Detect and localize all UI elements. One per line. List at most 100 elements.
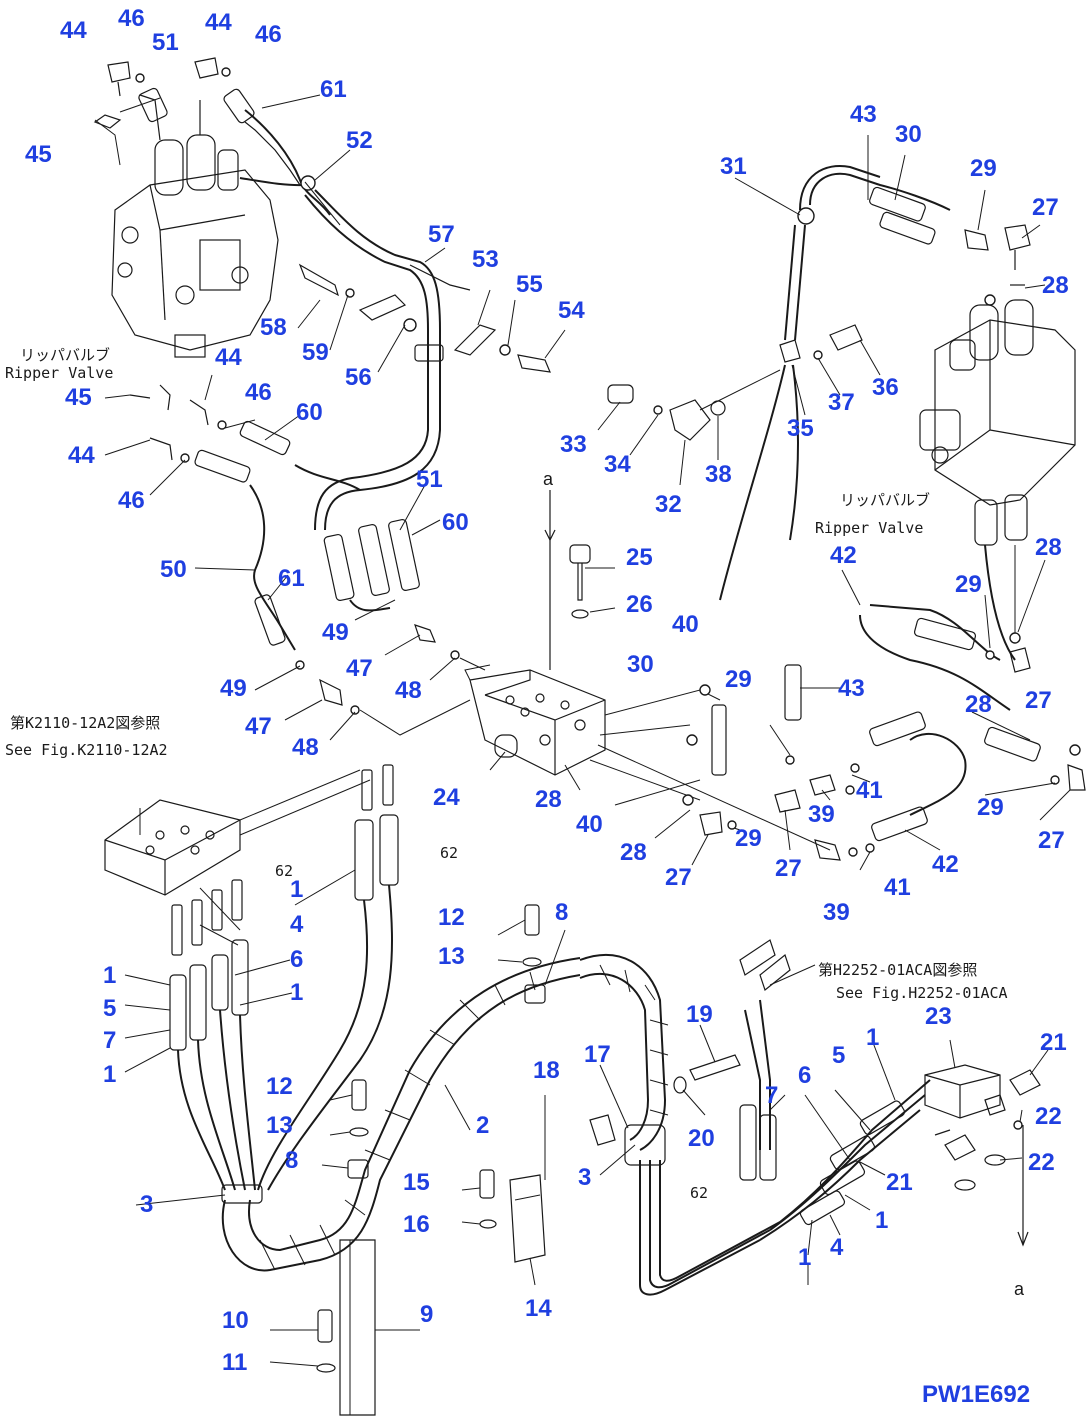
hose-label-62-c: 62 <box>690 1184 708 1202</box>
callout: 19 <box>686 1001 713 1028</box>
callout: 1 <box>866 1024 879 1051</box>
callout: 5 <box>832 1042 845 1069</box>
callout: 57 <box>428 221 455 248</box>
callout: 40 <box>672 611 699 638</box>
callout: 29 <box>970 155 997 182</box>
callout: 13 <box>266 1112 293 1139</box>
ripper-valve-left <box>111 94 279 358</box>
callout: 45 <box>25 141 52 168</box>
callout: 14 <box>525 1295 552 1322</box>
callout: 27 <box>665 864 692 891</box>
callout: 27 <box>1025 687 1052 714</box>
callout: 44 <box>68 442 95 469</box>
callout: 2 <box>476 1112 489 1139</box>
callout: 43 <box>850 101 877 128</box>
callout: 18 <box>533 1057 560 1084</box>
callout: 1 <box>290 979 303 1006</box>
callout: 27 <box>1038 827 1065 854</box>
callout: 40 <box>576 811 603 838</box>
manifold-block-center <box>464 664 606 776</box>
note-ripper-right-en: Ripper Valve <box>815 519 923 537</box>
callout: 46 <box>245 379 272 406</box>
callout: 28 <box>535 786 562 813</box>
callout: 27 <box>775 855 802 882</box>
note-ripper-top-en: Ripper Valve <box>5 364 113 382</box>
clamp-group-57 <box>298 263 551 373</box>
callout: 61 <box>320 76 347 103</box>
callout: 28 <box>1035 534 1062 561</box>
hose-label-62-b: 62 <box>440 844 458 862</box>
callout: 29 <box>977 794 1004 821</box>
fittings-mid-left <box>129 384 291 483</box>
callout: 12 <box>266 1073 293 1100</box>
callout: 3 <box>578 1164 591 1191</box>
fittings-top-left <box>93 57 301 186</box>
callout: 53 <box>472 246 499 273</box>
callout: 21 <box>1040 1029 1067 1056</box>
hose-bundle-mid <box>323 519 420 612</box>
callout: 50 <box>160 556 187 583</box>
callout: 39 <box>808 801 835 828</box>
callout: 13 <box>438 943 465 970</box>
ripper-valve-right <box>919 299 1076 546</box>
callout: 20 <box>688 1125 715 1152</box>
callout: 4 <box>830 1234 844 1261</box>
callout: 60 <box>442 509 469 536</box>
callout: 29 <box>725 666 752 693</box>
callout: 4 <box>290 911 304 938</box>
callout: 41 <box>856 777 883 804</box>
callout: 47 <box>346 655 373 682</box>
callout: 29 <box>955 571 982 598</box>
callout: 46 <box>118 5 145 32</box>
callout: 28 <box>965 691 992 718</box>
callout: 52 <box>346 127 373 154</box>
callout: 1 <box>290 876 303 903</box>
callout: 28 <box>1042 272 1069 299</box>
callout: 23 <box>925 1003 952 1030</box>
callout: 22 <box>1035 1103 1062 1130</box>
callout: 46 <box>118 487 145 514</box>
block-lower-left <box>104 769 371 896</box>
callout: 24 <box>433 784 460 811</box>
fittings-47-48 <box>295 624 486 736</box>
callout: 41 <box>884 874 911 901</box>
callout: 42 <box>830 542 857 569</box>
callout: 58 <box>260 314 287 341</box>
pipe-right-top <box>719 165 1031 601</box>
fittings-under-block <box>171 764 394 956</box>
callout: 7 <box>103 1027 116 1054</box>
callout: 47 <box>245 713 272 740</box>
callout: 6 <box>798 1062 811 1089</box>
callout: 42 <box>932 851 959 878</box>
note-ref-k-en: See Fig.K2110-12A2 <box>5 741 168 759</box>
note-ref-h-jp: 第H2252-01ACA図参照 <box>818 961 977 979</box>
callout: 30 <box>895 121 922 148</box>
note-ref-k-jp: 第K2110-12A2図参照 <box>10 714 160 732</box>
callout: 44 <box>205 9 232 36</box>
callout: 37 <box>828 389 855 416</box>
callout: 27 <box>1032 194 1059 221</box>
callout: 59 <box>302 339 329 366</box>
callout: 8 <box>285 1147 298 1174</box>
callout: 33 <box>560 431 587 458</box>
callout: 56 <box>345 364 372 391</box>
callout: 16 <box>403 1211 430 1238</box>
callout: 48 <box>292 734 319 761</box>
callout: 35 <box>787 415 814 442</box>
callout: 51 <box>416 466 443 493</box>
callout: 9 <box>420 1301 433 1328</box>
callout: 5 <box>103 995 116 1022</box>
callout: 29 <box>735 825 762 852</box>
callout: 15 <box>403 1169 430 1196</box>
callout: 7 <box>765 1082 778 1109</box>
callout: 21 <box>886 1169 913 1196</box>
callout: 1 <box>103 1061 116 1088</box>
mark-a-bottom: a <box>1014 1279 1025 1299</box>
callout: 32 <box>655 491 682 518</box>
callout: 61 <box>278 565 305 592</box>
callout: 30 <box>627 651 654 678</box>
callout: 49 <box>322 619 349 646</box>
callout: 36 <box>872 374 899 401</box>
callout: 51 <box>152 29 179 56</box>
callout: 6 <box>290 946 303 973</box>
